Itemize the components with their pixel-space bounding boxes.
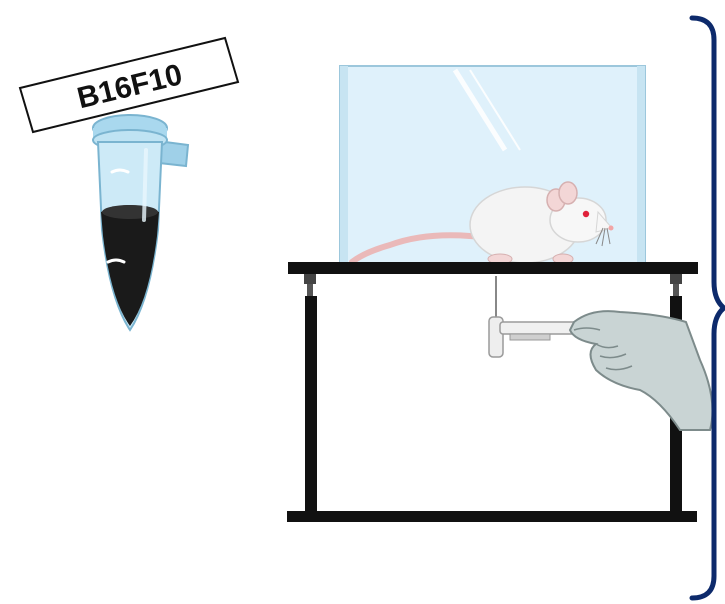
gloved-hand-icon — [570, 311, 712, 430]
microcentrifuge-tube-icon — [93, 115, 188, 330]
cell-suspension — [101, 205, 159, 326]
restraint-frame — [287, 262, 698, 522]
